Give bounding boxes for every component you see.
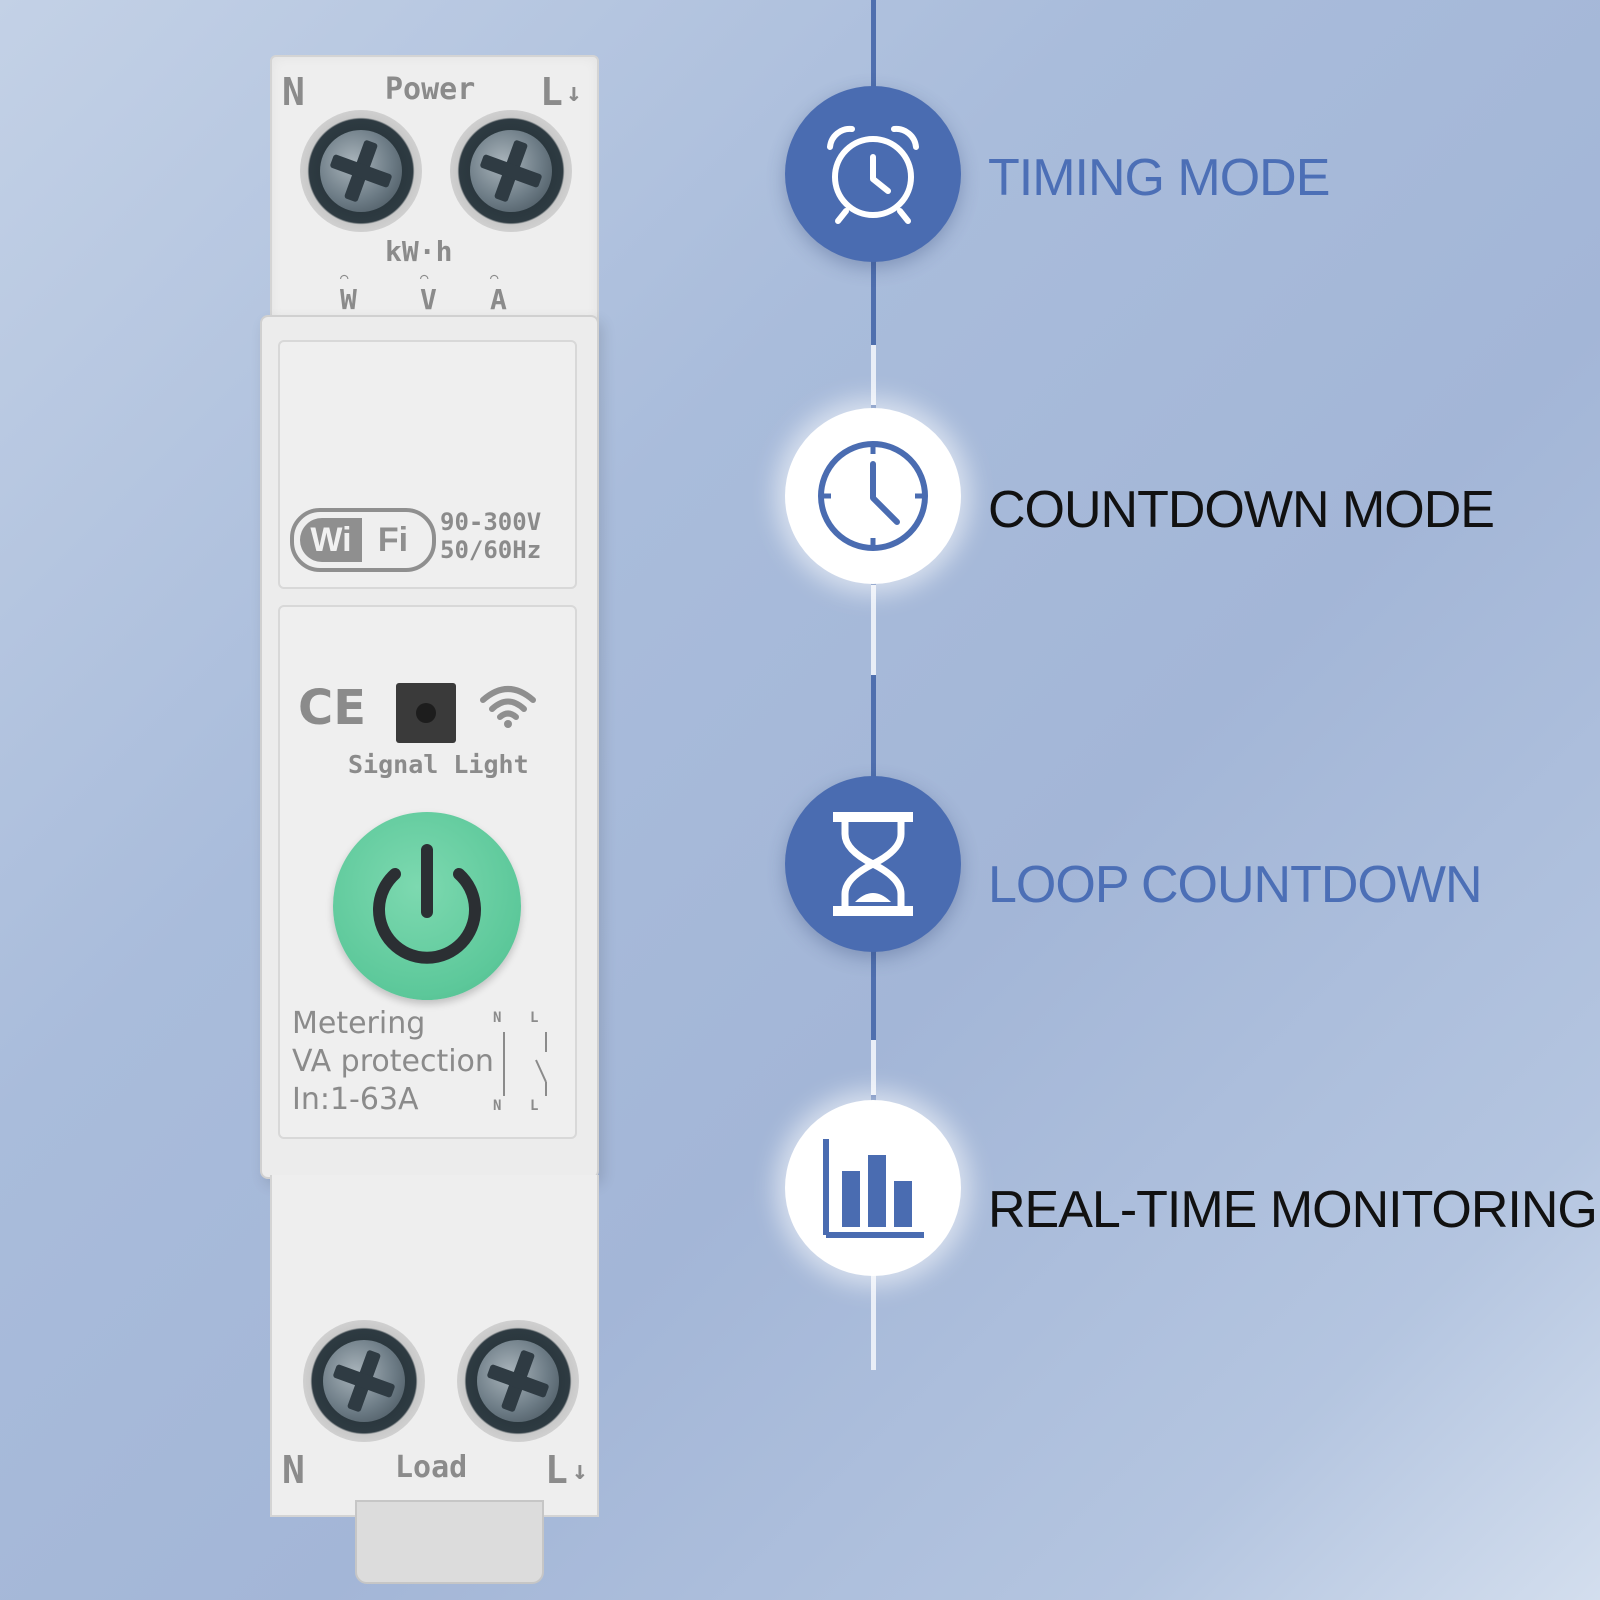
ground-icon-bottom: ↓ bbox=[572, 1456, 588, 1486]
power-button[interactable] bbox=[333, 812, 521, 1000]
feature-label-monitoring: REAL-TIME MONITORING bbox=[988, 1181, 1598, 1239]
wave-icon-w: ⌒ bbox=[340, 270, 349, 286]
signal-light-led bbox=[396, 683, 456, 743]
neutral-bottom-label: N bbox=[282, 1448, 305, 1492]
din-rail-clip bbox=[355, 1500, 544, 1584]
metering-label: Metering bbox=[292, 1006, 426, 1041]
timeline-gap bbox=[871, 585, 876, 675]
signal-light-label: Signal Light bbox=[348, 750, 529, 779]
alarm-clock-icon bbox=[827, 125, 919, 224]
wiring-diagram: N L N L bbox=[490, 1010, 560, 1120]
switch-symbol-icon bbox=[503, 1032, 547, 1096]
spec-frequency: 50/60Hz bbox=[440, 536, 542, 564]
line-bottom-label: L bbox=[545, 1448, 568, 1492]
function-text: Metering VA protection In:1-63A bbox=[292, 1005, 494, 1119]
spec-voltage: 90-300V bbox=[440, 508, 542, 536]
feature-label-timing: TIMING MODE bbox=[988, 149, 1330, 207]
wave-icon-a: ⌒ bbox=[490, 270, 499, 286]
wifi-logo-wi: Wi bbox=[300, 518, 362, 562]
timing-mode-badge bbox=[785, 86, 961, 262]
wifi-logo-fi: Fi bbox=[377, 521, 409, 559]
wifi-logo: Wi Fi bbox=[290, 508, 436, 572]
wiring-n-bottom: N bbox=[493, 1098, 502, 1114]
smart-breaker-device: N Power L ↓ kW·h ⌒ ⌒ ⌒ W V A Wi Fi 90-30… bbox=[0, 0, 760, 1600]
current-rating-label: In:1-63A bbox=[292, 1082, 419, 1117]
timeline-gap bbox=[871, 1275, 876, 1370]
ground-icon: ↓ bbox=[566, 78, 582, 108]
amp-label: A bbox=[490, 283, 507, 316]
timeline-line bbox=[871, 0, 876, 1370]
timeline-gap bbox=[871, 345, 876, 405]
bottom-left-screw bbox=[303, 1320, 425, 1442]
wifi-signal-icon bbox=[480, 686, 536, 728]
wiring-n-top: N bbox=[493, 1010, 502, 1026]
monitoring-badge bbox=[785, 1100, 961, 1276]
ce-mark: CE bbox=[298, 680, 367, 736]
loop-countdown-badge bbox=[785, 776, 961, 952]
kwh-label: kW·h bbox=[385, 235, 453, 268]
bottom-right-screw bbox=[457, 1320, 579, 1442]
top-right-screw bbox=[450, 110, 572, 232]
feature-label-countdown: COUNTDOWN MODE bbox=[988, 481, 1495, 539]
neutral-top-label: N bbox=[282, 70, 305, 114]
wiring-l-bottom: L bbox=[530, 1098, 539, 1114]
va-protection-label: VA protection bbox=[292, 1044, 494, 1079]
watt-label: W bbox=[340, 283, 357, 316]
wave-icon-v: ⌒ bbox=[420, 270, 429, 286]
load-label: Load bbox=[395, 1450, 468, 1485]
power-label: Power bbox=[385, 72, 476, 107]
countdown-mode-badge bbox=[785, 408, 961, 584]
volt-label: V bbox=[420, 283, 437, 316]
wiring-l-top: L bbox=[530, 1010, 539, 1026]
clock-icon bbox=[818, 441, 928, 551]
feature-label-loop: LOOP COUNTDOWN bbox=[988, 856, 1483, 914]
line-top-label: L bbox=[540, 70, 563, 114]
timeline-gap bbox=[871, 1040, 876, 1095]
top-left-screw bbox=[300, 110, 422, 232]
power-icon bbox=[373, 844, 481, 964]
hourglass-icon bbox=[833, 812, 913, 916]
bar-chart-icon bbox=[823, 1139, 924, 1238]
